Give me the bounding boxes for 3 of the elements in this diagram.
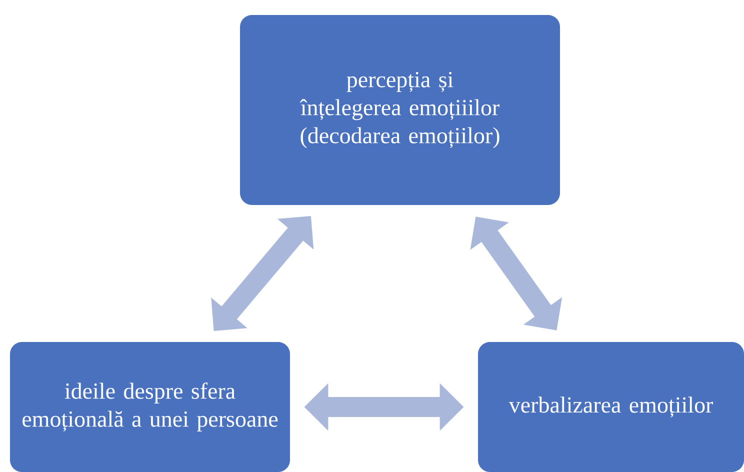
process-box: percepția și înțelegerea emoțiiilor (decodarea emoțiilor) (240, 15, 560, 205)
process-box: verbalizarea emoțiilor (478, 342, 744, 472)
process-box: ideile despre sfera emoțională a unei persoane (10, 342, 290, 472)
